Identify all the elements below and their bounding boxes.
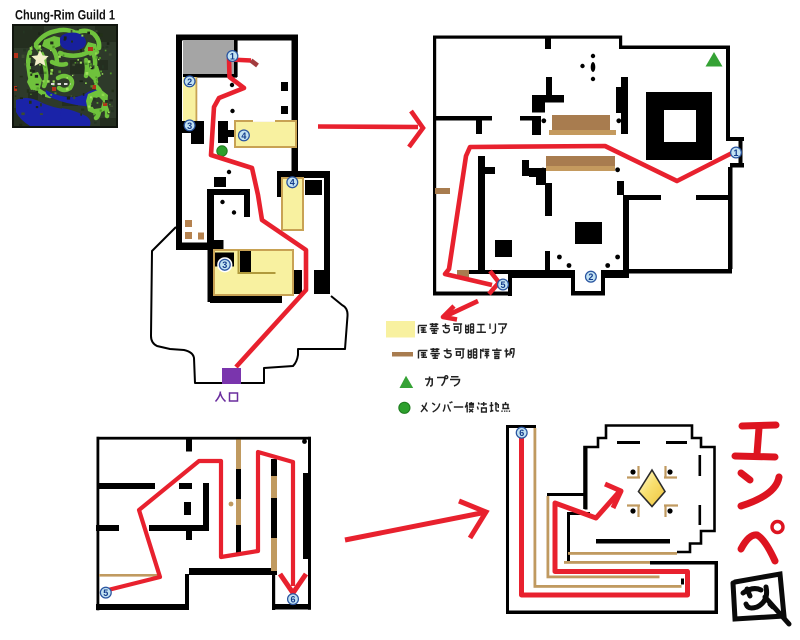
svg-text:6: 6 bbox=[519, 428, 524, 438]
svg-text:6: 6 bbox=[290, 595, 295, 605]
svg-text:1: 1 bbox=[733, 148, 738, 158]
svg-text:5: 5 bbox=[103, 588, 108, 598]
svg-text:2: 2 bbox=[588, 272, 593, 282]
svg-text:Chung-Rim Guild 1: Chung-Rim Guild 1 bbox=[15, 8, 115, 23]
svg-text:3: 3 bbox=[222, 260, 227, 270]
svg-text:2: 2 bbox=[187, 77, 192, 87]
svg-text:5: 5 bbox=[500, 280, 505, 290]
svg-text:3: 3 bbox=[187, 121, 192, 131]
svg-text:4: 4 bbox=[241, 131, 246, 141]
svg-text:1: 1 bbox=[230, 51, 235, 61]
svg-text:4: 4 bbox=[290, 178, 295, 188]
